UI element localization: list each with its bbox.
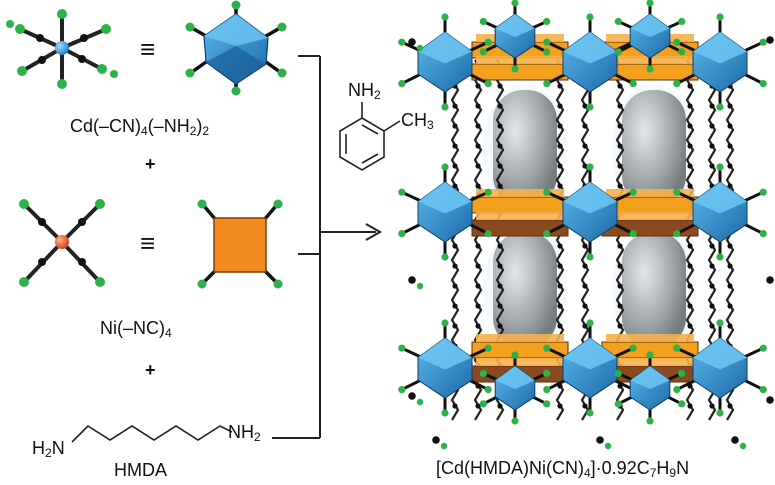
ni-square-icon bbox=[197, 199, 283, 289]
ni-equivalence-symbol: ≡ bbox=[140, 228, 156, 258]
hmda-right-amine: NH2 bbox=[228, 422, 261, 444]
cd-octahedron bbox=[673, 13, 767, 111]
cd-equivalence-symbol: ≡ bbox=[140, 34, 156, 64]
cd-octahedron bbox=[614, 351, 686, 425]
product-formula-label: [Cd(HMDA)Ni(CN)4]·0.92C7H9N bbox=[436, 458, 690, 480]
cd-octahedron bbox=[398, 13, 492, 111]
cd-octahedron bbox=[543, 163, 637, 261]
cd-formula-label: Cd(–CN)4(–NH2)2 bbox=[70, 116, 210, 138]
guest-molecule-column bbox=[622, 90, 686, 206]
cd-octahedron bbox=[479, 0, 551, 73]
guest-molecule-column bbox=[493, 90, 557, 206]
cd-octahedron-icon bbox=[185, 0, 287, 96]
cd-octahedron bbox=[673, 163, 767, 261]
hmda-pillar bbox=[473, 59, 483, 421]
cd-octahedron bbox=[673, 319, 767, 417]
framework-structure bbox=[398, 0, 775, 450]
ni-formula-label: Ni(–NC)4 bbox=[100, 318, 172, 340]
ni-square-layer bbox=[471, 196, 569, 214]
guest-molecule-column bbox=[622, 232, 686, 348]
hmda-left-amine: H2N bbox=[32, 438, 65, 460]
toluidine-methyl-label: CH3 bbox=[401, 110, 434, 132]
cd-octahedron bbox=[614, 0, 686, 73]
cd-octahedron bbox=[398, 163, 492, 261]
guest-molecule-column bbox=[493, 232, 557, 348]
plus-sign-2: + bbox=[145, 360, 156, 380]
hmda-name-label: HMDA bbox=[114, 460, 167, 480]
cd-octahedron bbox=[479, 351, 551, 425]
cd-ball-stick-model bbox=[6, 9, 118, 89]
ni-square-layer bbox=[471, 63, 569, 81]
cd-octahedron bbox=[398, 319, 492, 417]
plus-sign-1: + bbox=[145, 154, 156, 174]
combination-bracket bbox=[272, 55, 321, 439]
cd-octahedron bbox=[543, 319, 637, 417]
hmda-chain bbox=[71, 424, 233, 443]
reaction-arrow bbox=[320, 223, 383, 241]
toluidine-amine-label: NH2 bbox=[348, 80, 381, 102]
ni-ball-stick-model bbox=[19, 199, 105, 287]
o-toluidine-structure bbox=[339, 102, 401, 171]
